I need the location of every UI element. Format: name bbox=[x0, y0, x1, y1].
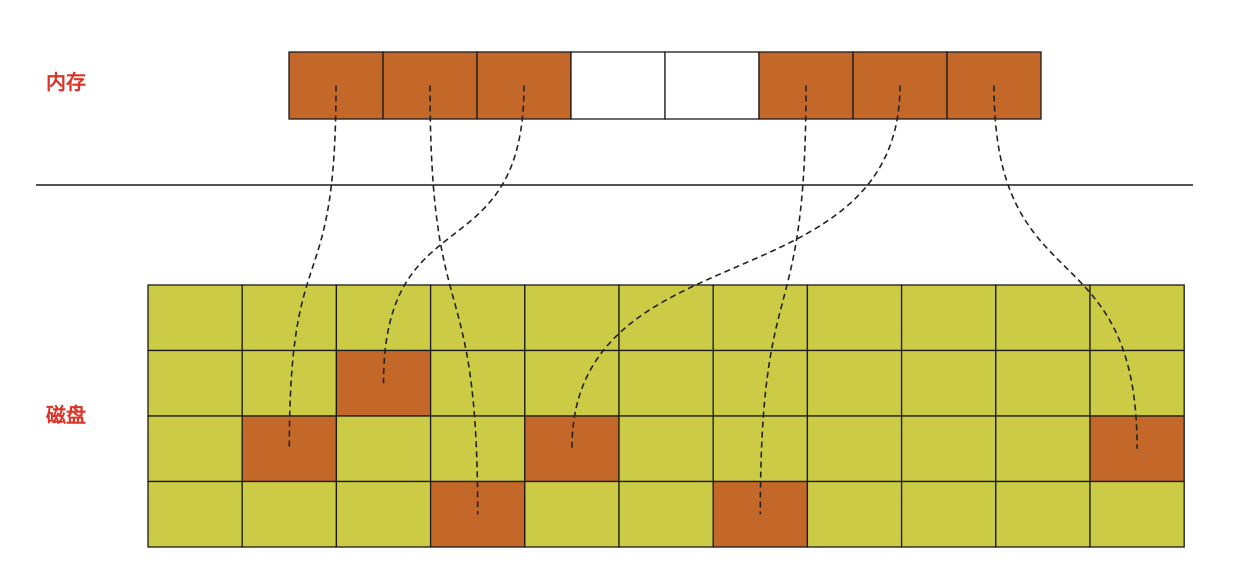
disk-cell-free bbox=[335, 284, 432, 352]
disk-cell-free bbox=[1089, 349, 1185, 417]
disk-cell-free bbox=[806, 349, 903, 417]
disk-cell-free bbox=[712, 284, 809, 352]
disk-cell-free bbox=[618, 284, 714, 352]
disk-cell-free bbox=[147, 415, 243, 483]
mapping-link bbox=[429, 85, 479, 515]
disk-cell-free bbox=[806, 284, 903, 352]
disk-cell-free bbox=[712, 349, 809, 417]
mapping-link bbox=[382, 85, 525, 384]
memory-cell-free bbox=[570, 51, 666, 120]
disk-cell-free bbox=[429, 349, 526, 417]
disk-cell-free bbox=[524, 480, 620, 548]
disk-cell-free bbox=[241, 284, 338, 352]
disk-cell-free bbox=[995, 284, 1091, 352]
disk-cell-free bbox=[147, 480, 243, 548]
disk-grid bbox=[147, 284, 1185, 548]
disk-cell-free bbox=[618, 415, 714, 483]
disk-cell-free bbox=[806, 415, 903, 483]
disk-cell-used bbox=[524, 415, 620, 483]
disk-label: 磁盘 bbox=[46, 403, 86, 427]
disk-cell-free bbox=[524, 284, 620, 352]
disk-cell-free bbox=[618, 480, 714, 548]
disk-cell-free bbox=[806, 480, 903, 548]
memory-cell-free bbox=[664, 51, 760, 120]
mapping-links bbox=[288, 85, 1138, 515]
disk-cell-free bbox=[147, 349, 243, 417]
disk-cell-free bbox=[712, 415, 809, 483]
memory-label: 内存 bbox=[46, 70, 86, 94]
disk-cell-free bbox=[241, 480, 338, 548]
mapping-link bbox=[288, 85, 337, 449]
disk-cell-free bbox=[1089, 480, 1185, 548]
disk-cell-free bbox=[335, 415, 432, 483]
disk-cell-free bbox=[900, 349, 997, 417]
disk-cell-free bbox=[900, 480, 997, 548]
disk-cell-free bbox=[995, 480, 1091, 548]
memory-strip bbox=[288, 51, 1042, 120]
disk-cell-free bbox=[995, 415, 1091, 483]
disk-cell-free bbox=[429, 284, 526, 352]
disk-cell-free bbox=[335, 480, 432, 548]
disk-cell-free bbox=[900, 415, 997, 483]
mapping-link bbox=[759, 85, 807, 515]
disk-cell-free bbox=[147, 284, 243, 352]
mapping-link bbox=[993, 85, 1138, 449]
disk-cell-free bbox=[1089, 284, 1185, 352]
disk-cell-free bbox=[995, 349, 1091, 417]
disk-cell-free bbox=[524, 349, 620, 417]
mapping-link bbox=[571, 85, 901, 449]
disk-cell-free bbox=[618, 349, 714, 417]
disk-cell-free bbox=[900, 284, 997, 352]
